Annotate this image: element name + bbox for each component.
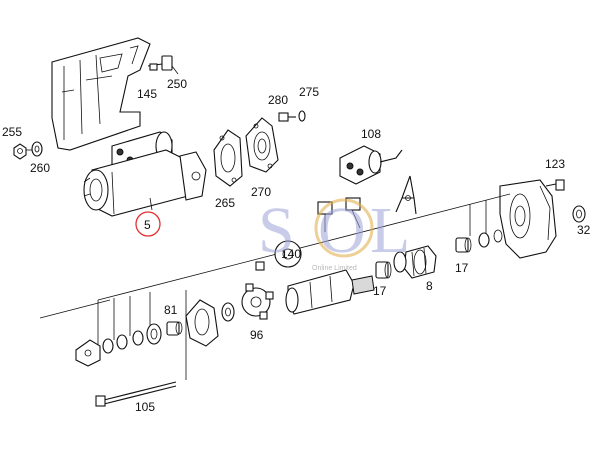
label-265: 265: [215, 196, 235, 210]
label-250: 250: [167, 77, 187, 91]
label-108: 108: [361, 127, 381, 141]
ring-17-left-part: [375, 261, 392, 279]
bolt-123-part: [545, 179, 565, 191]
washer-pair-part: [221, 302, 235, 322]
label-8: 8: [426, 279, 433, 293]
label-32: 32: [577, 223, 591, 237]
starter-motor-assembly: [83, 131, 207, 217]
bolt-250-part: [147, 55, 179, 75]
washer-260-part: [31, 141, 43, 157]
watermark-letter-l: L: [370, 194, 410, 267]
label-260: 260: [30, 161, 50, 175]
bushing-81-part: [166, 321, 183, 336]
plate-270-part: [245, 117, 279, 173]
label-105: 105: [135, 400, 155, 414]
screw-280-part: [278, 112, 296, 122]
pinion-140-part: [274, 240, 302, 268]
label-81: 81: [164, 303, 178, 317]
end-cover-part: [185, 299, 219, 347]
bushing-32-part: [572, 205, 586, 223]
brush-plate-96-part: [241, 261, 274, 320]
label-17-right: 17: [455, 261, 469, 275]
watermark-tagline: Online Limited: [312, 265, 357, 272]
ring-17-right-part: [455, 229, 503, 253]
label-123: 123: [545, 157, 565, 171]
watermark-letter-o: O: [318, 194, 366, 267]
label-275: 275: [299, 85, 319, 99]
label-17-left: 17: [373, 284, 387, 298]
washer-275-part: [298, 110, 306, 122]
end-cap-part: [75, 339, 101, 367]
label-96: 96: [250, 328, 264, 342]
through-bolt-105-part: [95, 381, 177, 407]
watermark-letter-s: S: [258, 194, 295, 267]
armature-part: [285, 269, 375, 315]
sol-watermark-logo: S O L Online Limited: [258, 194, 410, 272]
label-280: 280: [268, 93, 288, 107]
nut-255-part: [13, 143, 27, 160]
washer-stack-part: [102, 323, 162, 354]
highlight-circle: [135, 211, 161, 237]
heat-shield-part: [51, 37, 151, 151]
pinion-gear-8-part: [393, 245, 437, 279]
solenoid-108-part: [339, 145, 403, 185]
label-270: 270: [251, 185, 271, 199]
drive-housing-part: [499, 179, 557, 259]
label-145: 145: [137, 87, 157, 101]
label-255: 255: [2, 125, 22, 139]
label-5: 5: [144, 218, 151, 232]
gasket-265-part: [213, 129, 243, 187]
assembly-axis-lines: [39, 193, 511, 380]
shift-fork-part: [395, 175, 417, 215]
label-140: 140: [281, 247, 301, 261]
